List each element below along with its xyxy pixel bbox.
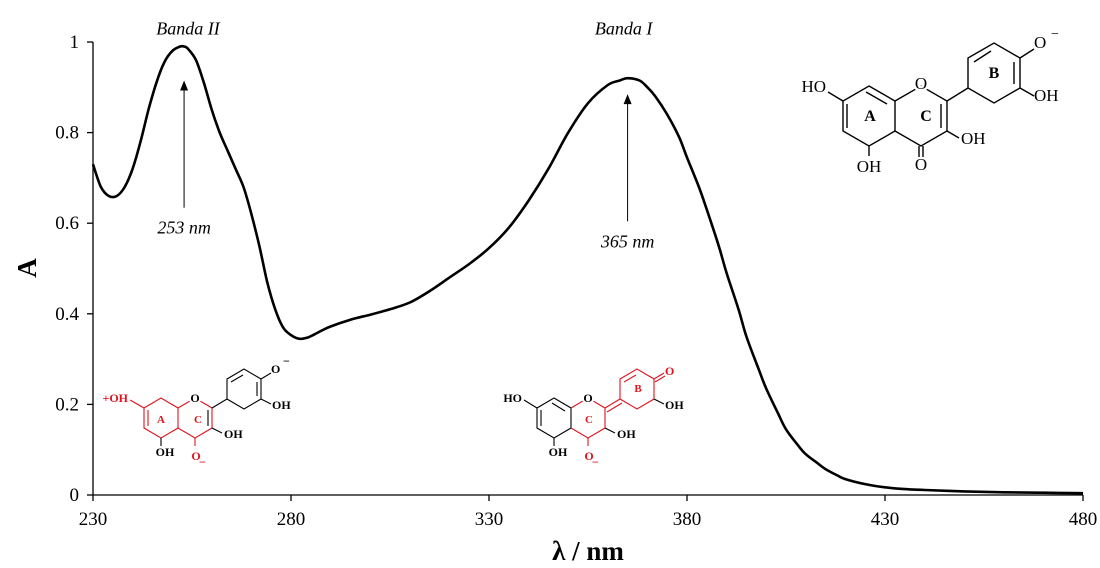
flavonol-structure-middle bbox=[523, 368, 666, 446]
axis-ticks: 230 280 330 380 430 480 0 0.2 0.4 0.6 0.8 1 bbox=[55, 32, 1097, 530]
spectrum-line bbox=[91, 44, 1084, 495]
annotation-label: Banda I bbox=[595, 18, 653, 38]
y-tick-label: 0.6 bbox=[55, 213, 79, 234]
svg-text:C: C bbox=[585, 414, 593, 426]
svg-text:−: − bbox=[592, 455, 599, 469]
svg-text:+OH: +OH bbox=[102, 391, 128, 405]
x-tick-label: 280 bbox=[277, 509, 306, 530]
flavonol-structure-neutral bbox=[827, 42, 1035, 157]
svg-text:OH: OH bbox=[156, 445, 175, 459]
svg-text:OH: OH bbox=[665, 398, 684, 412]
svg-text:HO: HO bbox=[503, 391, 522, 405]
svg-text:O: O bbox=[584, 449, 593, 463]
band-annotations: Banda II Banda I 253 nm 365 nm bbox=[156, 18, 654, 251]
svg-text:OH: OH bbox=[857, 157, 882, 176]
annotation-label: Banda II bbox=[156, 18, 220, 38]
x-axis-label: λ / nm bbox=[552, 536, 624, 566]
y-tick-label: 0 bbox=[70, 485, 80, 506]
x-tick-label: 480 bbox=[1069, 509, 1098, 530]
svg-text:O: O bbox=[1034, 33, 1046, 52]
y-axis-label: A bbox=[12, 258, 42, 278]
svg-text:A: A bbox=[157, 414, 165, 426]
svg-text:O: O bbox=[665, 364, 674, 378]
svg-text:B: B bbox=[634, 383, 642, 395]
svg-text:OH: OH bbox=[1034, 86, 1059, 105]
svg-text:O: O bbox=[271, 362, 280, 376]
x-tick-label: 430 bbox=[871, 509, 900, 530]
svg-text:OH: OH bbox=[224, 427, 243, 441]
y-tick-label: 1 bbox=[70, 32, 80, 53]
svg-text:O: O bbox=[191, 449, 200, 463]
svg-text:C: C bbox=[920, 108, 932, 125]
svg-text:O: O bbox=[190, 391, 199, 405]
svg-text:OH: OH bbox=[272, 398, 291, 412]
x-tick-label: 330 bbox=[475, 509, 504, 530]
svg-text:OH: OH bbox=[617, 427, 636, 441]
annotation-arrowhead bbox=[180, 80, 189, 91]
x-tick-label: 380 bbox=[673, 509, 702, 530]
x-tick-label: 230 bbox=[79, 509, 108, 530]
y-tick-label: 0.2 bbox=[55, 394, 79, 415]
flavonol-structure-middle-labels: HO O O − OH OH O OH C B bbox=[503, 364, 684, 469]
svg-text:B: B bbox=[989, 65, 1000, 82]
svg-text:A: A bbox=[864, 108, 876, 125]
svg-text:O: O bbox=[915, 74, 927, 93]
y-tick-label: 0.4 bbox=[55, 304, 79, 325]
annotation-label: 365 nm bbox=[600, 231, 655, 251]
svg-text:OH: OH bbox=[961, 129, 986, 148]
y-tick-label: 0.8 bbox=[55, 123, 79, 144]
flavonol-structure-left-labels: +OH O O − OH OH O − OH A C bbox=[102, 354, 291, 469]
flavonol-structure-neutral-labels: HO O O OH OH O − OH A C B bbox=[801, 27, 1059, 176]
svg-text:O: O bbox=[915, 155, 927, 174]
svg-text:O: O bbox=[583, 391, 592, 405]
annotation-arrowhead bbox=[623, 94, 632, 105]
svg-text:C: C bbox=[194, 414, 202, 426]
svg-text:OH: OH bbox=[549, 445, 568, 459]
svg-text:−: − bbox=[1051, 27, 1059, 42]
svg-text:−: − bbox=[283, 354, 290, 368]
svg-text:HO: HO bbox=[801, 77, 826, 96]
annotation-label: 253 nm bbox=[157, 218, 211, 238]
svg-text:−: − bbox=[199, 455, 206, 469]
flavonol-structure-left bbox=[129, 368, 272, 446]
